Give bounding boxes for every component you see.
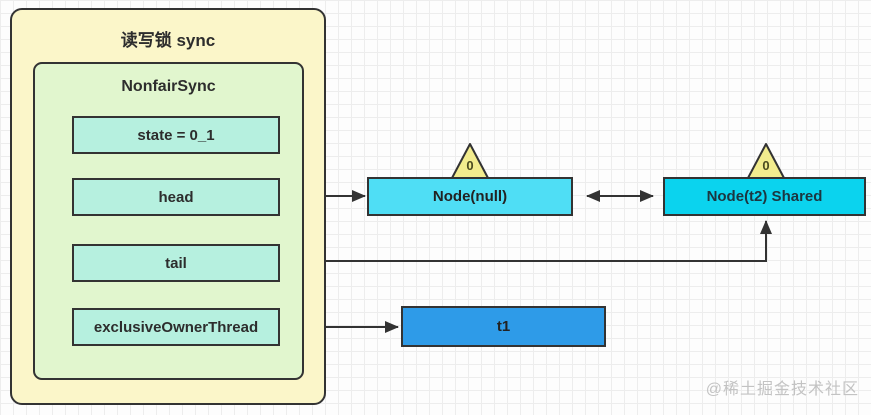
node-null-box: Node(null) <box>367 177 573 216</box>
field-tail: tail <box>72 244 280 282</box>
node-t2-box: Node(t2) Shared <box>663 177 866 216</box>
warning-badge-value: 0 <box>762 158 770 173</box>
nonfairsync-container: NonfairSync state = 0_1 head tail exclus… <box>33 62 304 380</box>
field-head-label: head <box>158 188 194 206</box>
warning-badge-node-t2: 0 <box>746 142 786 180</box>
thread-t1-box: t1 <box>401 306 606 347</box>
nonfairsync-title: NonfairSync <box>121 78 216 95</box>
warning-triangle-icon <box>747 143 785 179</box>
field-state-label: state = 0_1 <box>137 126 215 144</box>
field-exclusive-owner-thread: exclusiveOwnerThread <box>72 308 280 346</box>
watermark-text: @稀土掘金技术社区 <box>705 381 859 398</box>
field-exclusive-owner-thread-label: exclusiveOwnerThread <box>93 318 259 336</box>
node-null-label: Node(null) <box>432 188 508 205</box>
field-tail-label: tail <box>165 254 187 272</box>
warning-triangle-icon <box>451 143 489 179</box>
node-t2-label: Node(t2) Shared <box>706 188 823 205</box>
sync-container-title: 读写锁 sync <box>120 31 216 50</box>
arrow-tail-to-node-t2 <box>277 220 772 262</box>
thread-t1-label: t1 <box>496 318 511 335</box>
field-state: state = 0_1 <box>72 116 280 154</box>
warning-badge-node-null: 0 <box>450 142 490 180</box>
sync-container: 读写锁 sync NonfairSync state = 0_1 head ta… <box>10 8 326 405</box>
warning-badge-value: 0 <box>466 158 474 173</box>
field-head: head <box>72 178 280 216</box>
